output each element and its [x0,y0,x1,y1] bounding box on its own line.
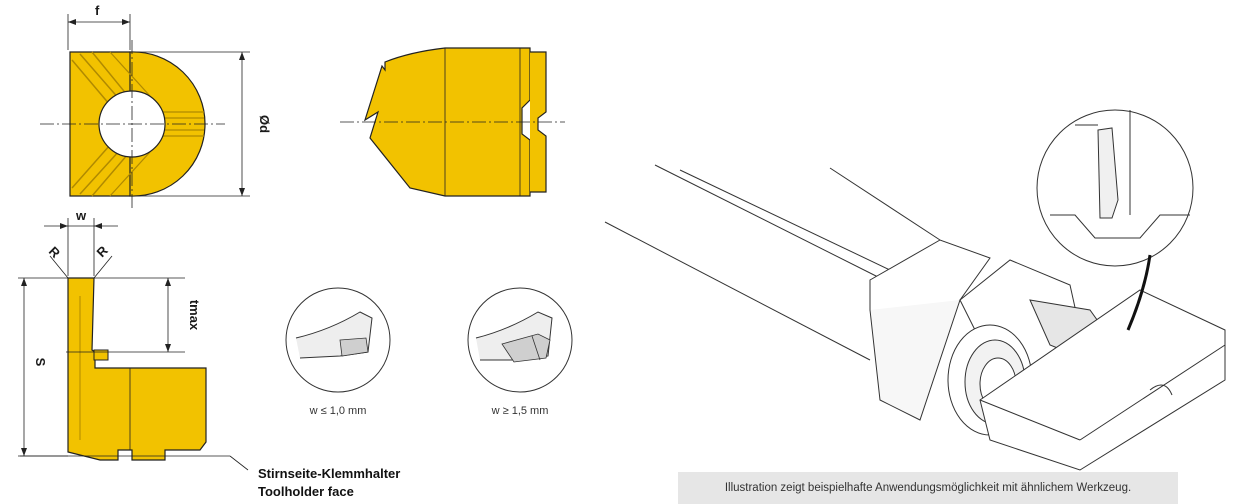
w-label: w [75,208,87,223]
toolholder-face-de: Stirnseite-Klemmhalter [258,466,400,481]
tool-illustration [604,109,1226,471]
insert-front-view: f Ød [40,3,272,210]
r-left-label: R [46,244,64,262]
s-label: S [33,358,48,367]
illustration-caption: Illustration zeigt beispielhafte Anwendu… [678,472,1178,504]
detail-small-label: w ≤ 1,0 mm [309,405,367,417]
tmax-label: tmax [187,300,202,331]
insert-profile-view: w R R S tmax Stirnseite-Klemmhalter Tool… [18,208,400,499]
r-right-label: R [94,242,112,260]
detail-large-width: w ≥ 1,5 mm [467,287,573,417]
detail-large-label: w ≥ 1,5 mm [491,405,549,417]
insert-side-view [340,47,565,197]
diameter-label: Ød [257,115,272,133]
detail-small-width: w ≤ 1,0 mm [285,287,391,417]
toolholder-face-en: Toolholder face [258,484,354,499]
f-label: f [95,3,100,18]
